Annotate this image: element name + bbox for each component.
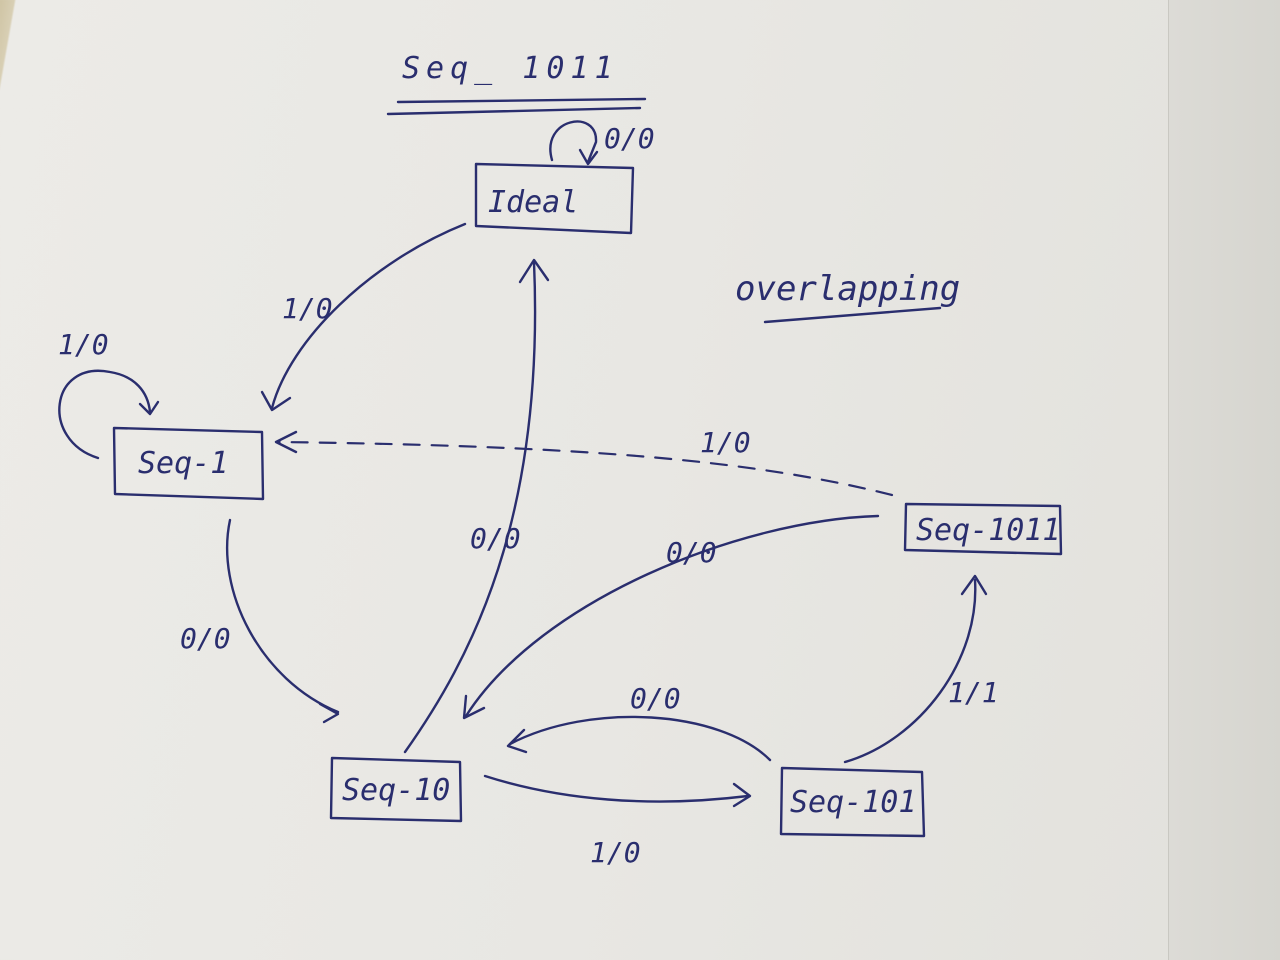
label-seq-1011-to-seq-1: 1/0 <box>700 426 751 459</box>
label-seq-101-to-seq-10: 0/0 <box>630 682 681 715</box>
title-underline-1 <box>396 97 647 104</box>
transition-seq-10-to-ideal: 0/0 <box>403 258 550 754</box>
transition-seq-1011-to-seq-1: 1/0 <box>274 426 894 497</box>
transition-ideal-self: 0/0 <box>549 120 655 166</box>
state-seq-1011: Seq-1011 <box>903 502 1063 556</box>
transition-seq-10-to-seq-101: 1/0 <box>483 774 752 869</box>
label-ideal-to-seq-1: 1/0 <box>282 292 333 325</box>
transition-seq-1011-to-seq-10: 0/0 <box>462 514 880 720</box>
state-label-seq-10: Seq-10 <box>342 773 450 808</box>
state-label-seq-101: Seq-101 <box>790 785 916 820</box>
state-seq-101: Seq-101 <box>779 766 926 838</box>
transition-seq-101-to-seq-10: 0/0 <box>506 682 772 762</box>
label-seq-10-to-ideal: 0/0 <box>470 522 521 555</box>
label-seq-1-self: 1/0 <box>58 328 109 361</box>
paper-fold <box>1168 0 1280 960</box>
label-seq-101-to-seq-1011: 1/1 <box>948 676 999 709</box>
transition-seq-1-self: 1/0 <box>58 328 160 460</box>
transition-seq-1-to-seq-10: 0/0 <box>180 518 340 724</box>
label-seq-1011-to-seq-10: 0/0 <box>666 536 717 569</box>
subtitle-underline <box>763 306 942 324</box>
label-seq-1-to-seq-10: 0/0 <box>180 622 231 655</box>
label-ideal-self: 0/0 <box>604 122 655 155</box>
state-label-seq-1: Seq-1 <box>138 446 228 481</box>
transition-ideal-to-seq-1: 1/0 <box>260 222 467 412</box>
state-seq-10: Seq-10 <box>329 756 463 823</box>
label-seq-10-to-seq-101: 1/0 <box>590 836 641 869</box>
state-ideal: Ideal <box>474 162 635 235</box>
state-label-seq-1011: Seq-1011 <box>916 513 1061 548</box>
title-underline-2 <box>386 106 642 116</box>
diagram-title: Seq_ 1011 <box>402 51 619 86</box>
transition-seq-101-to-seq-1011: 1/1 <box>843 574 999 764</box>
state-label-ideal: Ideal <box>488 185 578 220</box>
state-seq-1: Seq-1 <box>112 426 265 501</box>
diagram-subtitle: overlapping <box>735 269 960 309</box>
